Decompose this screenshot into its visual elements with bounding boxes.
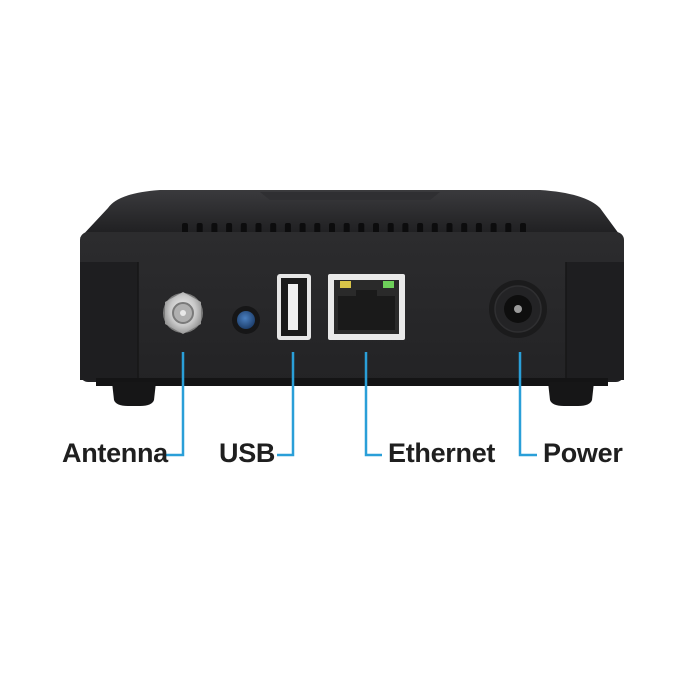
usb-label: USB: [219, 438, 276, 468]
power-port: [489, 280, 547, 338]
callout-lines: [165, 352, 537, 457]
antenna-label: Antenna: [62, 438, 168, 468]
antenna-port: [163, 292, 203, 334]
reset-button-icon: [232, 306, 260, 334]
power-label: Power: [543, 438, 623, 468]
usb-port: [277, 274, 311, 340]
ethernet-port: [328, 274, 405, 340]
ethernet-label: Ethernet: [388, 438, 496, 468]
